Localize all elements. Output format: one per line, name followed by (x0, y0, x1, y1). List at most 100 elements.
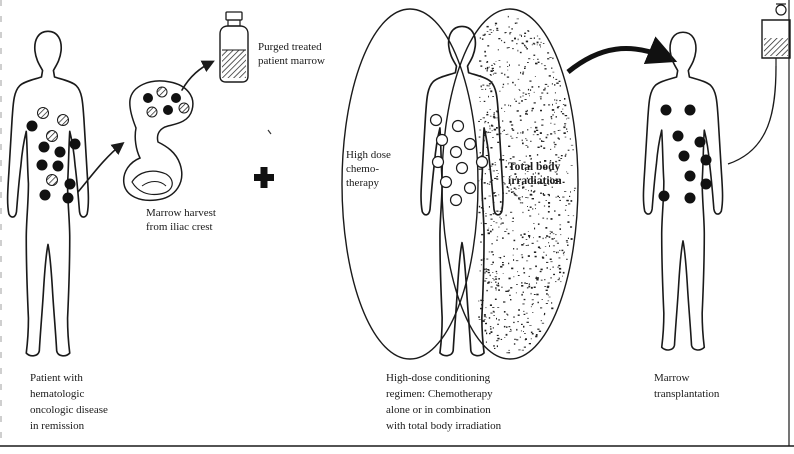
irradiation-speck (537, 241, 539, 242)
irradiation-speck (488, 270, 490, 271)
irradiation-speck (528, 231, 529, 232)
irradiation-speck (507, 290, 509, 292)
irradiation-speck (562, 276, 563, 277)
irradiation-speck (546, 262, 548, 263)
irradiation-speck (564, 252, 565, 253)
irradiation-speck (492, 307, 494, 308)
irradiation-speck (511, 192, 513, 194)
irradiation-speck (503, 176, 504, 177)
irradiation-speck (514, 240, 516, 242)
irradiation-speck (522, 202, 523, 204)
irradiation-speck (539, 44, 541, 45)
irradiation-speck (528, 58, 530, 59)
irradiation-speck (479, 319, 481, 320)
irradiation-speck (549, 75, 551, 76)
irradiation-speck (567, 245, 568, 247)
irradiation-speck (516, 260, 518, 261)
irradiation-speck (495, 278, 497, 279)
irradiation-speck (484, 281, 486, 282)
irradiation-speck (551, 232, 553, 233)
irradiation-speck (559, 197, 560, 198)
irradiation-speck (544, 65, 546, 66)
irradiation-speck (499, 60, 501, 61)
irradiation-speck (491, 287, 493, 288)
irradiation-speck (497, 117, 498, 118)
irradiation-speck (480, 242, 482, 243)
irradiation-speck (553, 251, 555, 252)
irradiation-speck (556, 100, 557, 102)
marrow-dot (55, 147, 66, 158)
irradiation-speck (513, 248, 514, 250)
irradiation-speck (526, 283, 528, 284)
irradiation-speck (553, 266, 554, 268)
irradiation-speck (490, 328, 491, 330)
irradiation-speck (522, 133, 523, 134)
irradiation-speck (491, 331, 493, 333)
irradiation-speck (501, 218, 502, 219)
irradiation-speck (574, 188, 576, 189)
irradiation-speck (542, 257, 544, 259)
human-figure-icon (643, 32, 722, 350)
irradiation-speck (549, 283, 550, 284)
irradiation-speck (508, 263, 509, 265)
irradiation-speck (485, 55, 487, 56)
irradiation-speck (502, 223, 504, 224)
irradiation-speck (508, 16, 509, 18)
irradiation-speck (512, 221, 514, 222)
irradiation-speck (539, 38, 541, 39)
irradiation-speck (528, 93, 530, 94)
irradiation-speck (533, 237, 534, 238)
irradiation-speck (513, 276, 514, 277)
irradiation-speck (518, 350, 520, 351)
irradiation-speck (489, 184, 491, 185)
irradiation-speck (508, 233, 510, 234)
irradiation-speck (536, 130, 538, 131)
irradiation-speck (529, 95, 530, 96)
irradiation-speck (496, 30, 498, 31)
irradiation-speck (511, 268, 513, 270)
irradiation-speck (522, 43, 524, 45)
irradiation-speck (532, 108, 534, 109)
irradiation-speck (502, 87, 503, 88)
irradiation-speck (496, 223, 498, 224)
irradiation-speck (518, 39, 519, 41)
irradiation-speck (523, 292, 524, 293)
irradiation-speck (532, 198, 534, 199)
irradiation-speck (541, 63, 542, 64)
irradiation-speck (538, 214, 539, 215)
irradiation-speck (519, 89, 520, 90)
irradiation-speck (527, 129, 528, 130)
conditioning-caption-line-1: High-dose conditioning (386, 370, 501, 386)
irradiation-speck (558, 279, 560, 280)
irradiation-speck (523, 268, 524, 270)
irradiation-speck (526, 245, 528, 246)
irradiation-speck (535, 208, 536, 209)
irradiation-speck (482, 38, 484, 40)
irradiation-speck (540, 42, 541, 43)
irradiation-speck (507, 70, 508, 71)
irradiation-speck (506, 134, 507, 135)
irradiation-speck (514, 343, 515, 344)
irradiation-speck (533, 59, 534, 60)
irradiation-speck (479, 130, 481, 131)
irradiation-speck (534, 92, 535, 93)
irradiation-speck (567, 221, 569, 223)
irradiation-speck (561, 111, 562, 112)
irradiation-speck (492, 131, 493, 132)
irradiation-speck (517, 19, 519, 20)
irradiation-speck (537, 42, 539, 44)
irradiation-speck (546, 137, 548, 139)
irradiation-speck (534, 287, 536, 289)
irradiation-speck (566, 128, 567, 130)
chemo-line-2: chemo- (346, 162, 391, 176)
irradiation-speck (494, 112, 495, 113)
irradiation-speck (490, 147, 492, 149)
irradiation-speck (528, 89, 529, 91)
irradiation-speck (531, 287, 533, 289)
irradiation-speck (556, 252, 557, 254)
irradiation-speck (494, 178, 496, 179)
irradiation-speck (546, 235, 548, 236)
irradiation-speck (519, 90, 520, 91)
irradiation-speck (489, 206, 490, 208)
irradiation-speck (484, 182, 486, 184)
